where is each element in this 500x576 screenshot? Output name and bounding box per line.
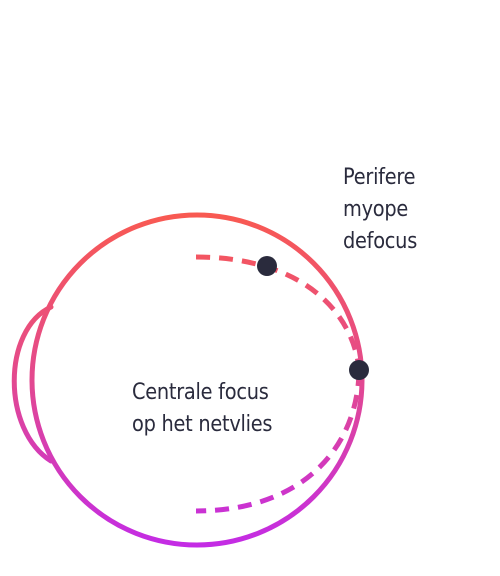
label-line: Centrale focus bbox=[132, 380, 269, 405]
label-line: defocus bbox=[343, 229, 418, 254]
label-line: op het netvlies bbox=[132, 412, 273, 437]
eyeball-outline bbox=[29, 212, 365, 548]
label-line: myope bbox=[343, 197, 409, 222]
label-line: Perifere bbox=[343, 165, 416, 190]
central-focus-label: Centrale focus op het netvlies bbox=[132, 377, 273, 441]
central-focus-curve bbox=[195, 371, 362, 514]
cornea-outline bbox=[11, 304, 54, 464]
peripheral-focus-curve bbox=[195, 254, 362, 369]
peripheral-myopic-defocus-label: Perifere myope defocus bbox=[343, 162, 417, 258]
central-focus-point bbox=[349, 360, 369, 380]
peripheral-focus-point bbox=[257, 256, 277, 276]
